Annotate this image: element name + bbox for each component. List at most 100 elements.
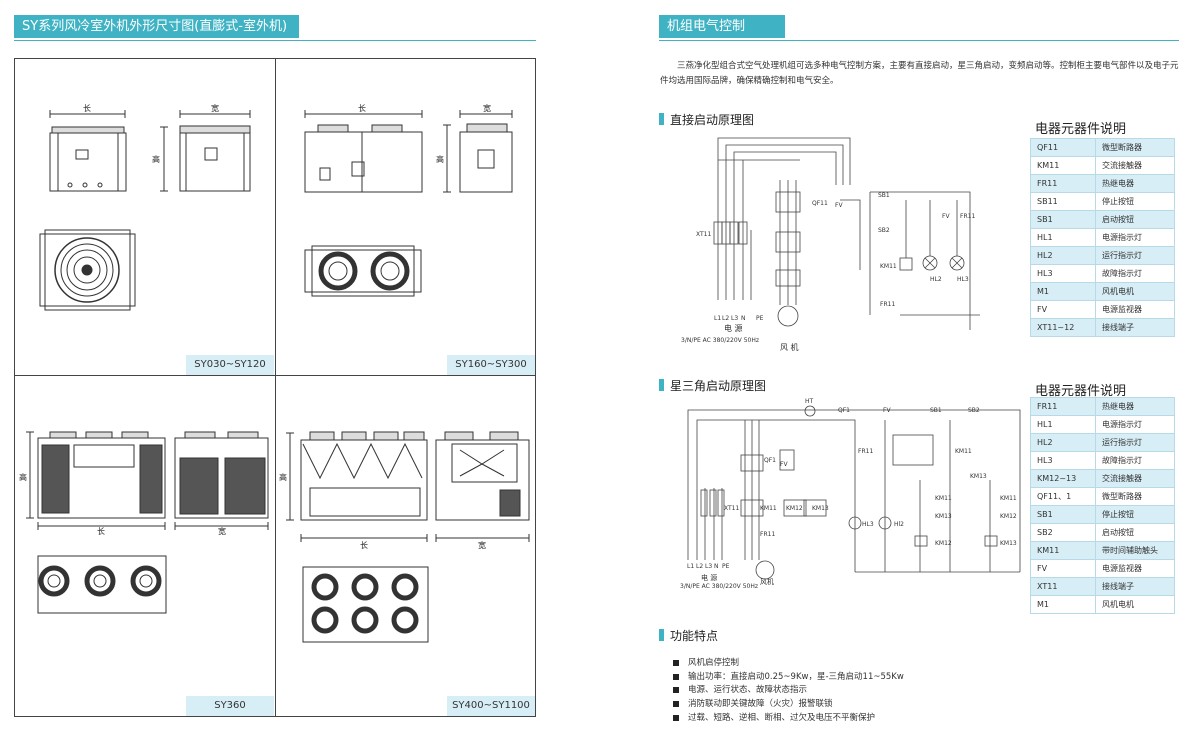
- sy030-top-view: [39, 229, 136, 311]
- left-section-title: SY系列风冷室外机外形尺寸图(直膨式-室外机): [14, 15, 299, 38]
- model-label-sy360: SY360: [186, 696, 274, 716]
- svg-text:KM13: KM13: [1000, 540, 1017, 547]
- svg-text:PE: PE: [722, 563, 730, 570]
- component-code: SB2: [1030, 523, 1096, 542]
- component-desc: 热继电器: [1095, 397, 1175, 416]
- feature-item: 电源、运行状态、故障状态指示: [670, 684, 904, 698]
- component-desc: 风机电机: [1095, 595, 1175, 614]
- component-desc: 交流接触器: [1095, 469, 1175, 488]
- svg-text:KM11: KM11: [955, 448, 972, 455]
- component-code: QF11、1: [1030, 487, 1096, 506]
- svg-text:KM12: KM12: [786, 505, 803, 512]
- component-code: HL2: [1030, 246, 1096, 265]
- component-code: FV: [1030, 300, 1096, 319]
- component-code: M1: [1030, 282, 1096, 301]
- star-delta-title: 星三角启动原理图: [659, 377, 766, 394]
- svg-text:SB2: SB2: [968, 407, 980, 414]
- sy360-front-view: [26, 431, 166, 530]
- svg-text:风 机: 风 机: [780, 342, 799, 352]
- svg-text:L1: L1: [714, 315, 721, 322]
- component-desc: 交流接触器: [1095, 156, 1175, 175]
- drawing-cell-sy400: [275, 375, 536, 717]
- svg-text:KM13: KM13: [935, 513, 952, 520]
- dim-height-4: 高: [279, 472, 287, 482]
- svg-text:KM13: KM13: [812, 505, 829, 512]
- dim-width-4: 宽: [478, 540, 486, 550]
- component-desc: 接线端子: [1095, 577, 1175, 596]
- component-code: HL2: [1030, 433, 1096, 452]
- sy400-side-view: [435, 431, 530, 542]
- svg-text:FR11: FR11: [880, 301, 895, 308]
- components-table-1-title: 电器元器件说明: [1035, 122, 1127, 137]
- component-desc: 电源指示灯: [1095, 228, 1175, 247]
- svg-text:HL3: HL3: [957, 276, 969, 283]
- svg-text:KM11: KM11: [880, 263, 897, 270]
- svg-text:电 源: 电 源: [701, 573, 717, 582]
- dim-height-1: 高: [152, 154, 160, 164]
- dim-length-1: 长: [83, 103, 91, 113]
- sy030-front-view: [49, 110, 127, 192]
- sy160-side-view: [443, 110, 513, 193]
- sy160-front-view: [304, 110, 423, 193]
- svg-text:FR11: FR11: [960, 213, 975, 220]
- svg-text:KM12: KM12: [1000, 513, 1017, 520]
- svg-text:PE: PE: [756, 315, 764, 322]
- component-desc: 风机电机: [1095, 282, 1175, 301]
- component-code: KM12~13: [1030, 469, 1096, 488]
- sy400-front-view: [286, 431, 428, 542]
- component-desc: 带时间辅助触头: [1095, 541, 1175, 560]
- svg-text:KM11: KM11: [935, 495, 952, 502]
- component-desc: 启动按钮: [1095, 523, 1175, 542]
- components-table-2-title: 电器元器件说明: [1035, 384, 1127, 399]
- component-desc: 电源指示灯: [1095, 415, 1175, 434]
- dim-length-4: 长: [360, 540, 368, 550]
- model-label-sy160: SY160~SY300: [447, 355, 535, 375]
- component-code: SB1: [1030, 210, 1096, 229]
- component-code: HL3: [1030, 451, 1096, 470]
- svg-text:HL2: HL2: [930, 276, 942, 283]
- component-desc: 停止按钮: [1095, 505, 1175, 524]
- svg-text:L3: L3: [705, 563, 712, 570]
- component-desc: 微型断路器: [1095, 487, 1175, 506]
- component-code: FV: [1030, 559, 1096, 578]
- component-code: SB1: [1030, 505, 1096, 524]
- feature-item: 输出功率：直接启动0.25~9Kw，星-三角启动11~55Kw: [670, 671, 904, 685]
- component-code: QF11: [1030, 138, 1096, 157]
- svg-text:FV: FV: [942, 213, 950, 220]
- feature-item: 消防联动即关键故障（火灾）报警联锁: [670, 698, 904, 712]
- sy160-top-view: [304, 245, 422, 297]
- svg-text:3/N/PE AC 380/220V 50Hz: 3/N/PE AC 380/220V 50Hz: [681, 337, 759, 344]
- svg-text:FV: FV: [780, 461, 788, 468]
- component-desc: 故障指示灯: [1095, 451, 1175, 470]
- svg-text:FR11: FR11: [858, 448, 873, 455]
- svg-text:N: N: [741, 315, 746, 322]
- svg-text:KM13: KM13: [970, 473, 987, 480]
- component-desc: 故障指示灯: [1095, 264, 1175, 283]
- dim-width-1: 宽: [211, 103, 219, 113]
- component-code: HL3: [1030, 264, 1096, 283]
- svg-text:风机: 风机: [760, 577, 774, 586]
- component-code: M1: [1030, 595, 1096, 614]
- right-header-rule: [659, 40, 1179, 41]
- svg-text:KM11: KM11: [760, 505, 777, 512]
- component-desc: 电源监视器: [1095, 300, 1175, 319]
- component-desc: 电源监视器: [1095, 559, 1175, 578]
- dim-height-2: 高: [436, 154, 444, 164]
- left-header-rule: [14, 40, 536, 41]
